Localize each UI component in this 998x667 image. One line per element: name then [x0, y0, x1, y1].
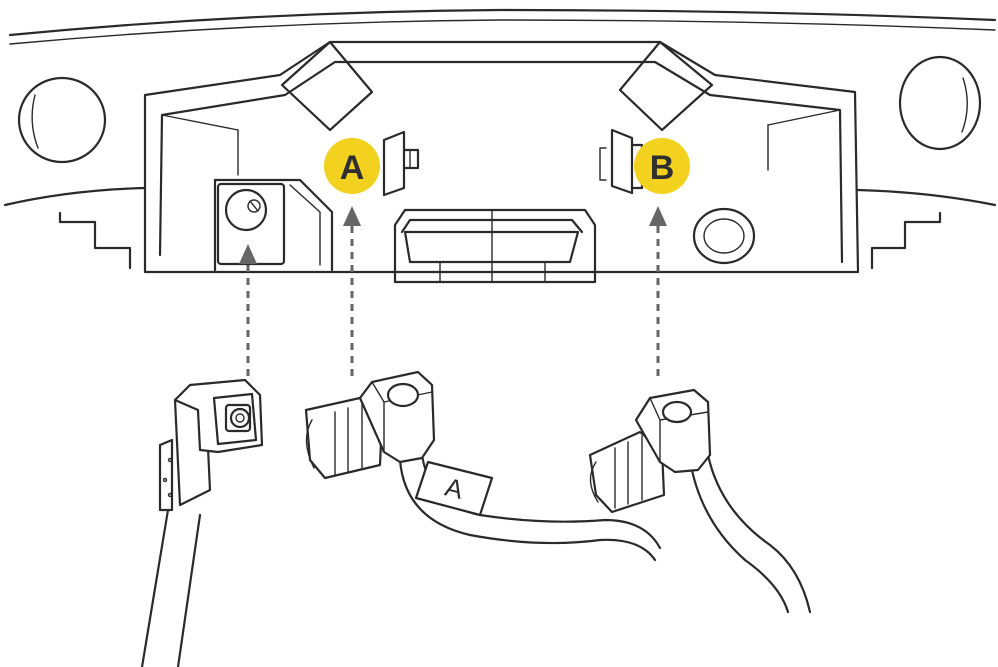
- right-round-port: [694, 209, 754, 263]
- badge-a-label: A: [340, 149, 365, 187]
- callout-badge-b: B: [634, 138, 690, 194]
- arrowhead-a: [343, 206, 361, 226]
- arrowhead-b: [649, 206, 667, 226]
- callout-badge-a: A: [324, 138, 380, 194]
- badge-b-label: B: [650, 149, 675, 187]
- right-lamp: [900, 57, 980, 149]
- bumper-outline: [5, 10, 995, 268]
- left-coax-cable: [142, 380, 262, 667]
- connector-a-mount: [384, 132, 418, 195]
- connector-b-cable: [590, 390, 810, 612]
- left-lamp: [19, 78, 105, 162]
